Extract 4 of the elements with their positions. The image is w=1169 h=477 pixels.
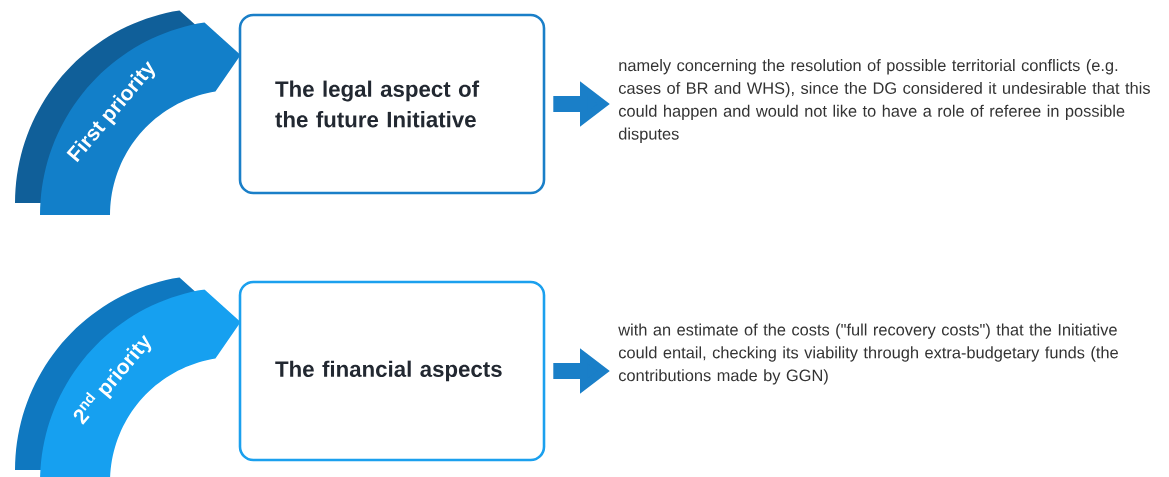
description-text: namely concerning the resolution of possible territorial conflicts (e.g. cases of BR and WHS), since the DG considered it undesirable that this could happen and would not like to have a role of referee in possible disputes: [618, 59, 1150, 143]
description-text: with an estimate of the costs ("full recovery costs") that the Initiative could entail, checking its viability through extra-budgetary funds (the contributions made by GGN): [618, 323, 1118, 385]
topic-box: The financial aspects: [238, 280, 546, 462]
topic-box: The legal aspect of the future Initiative: [238, 13, 546, 195]
